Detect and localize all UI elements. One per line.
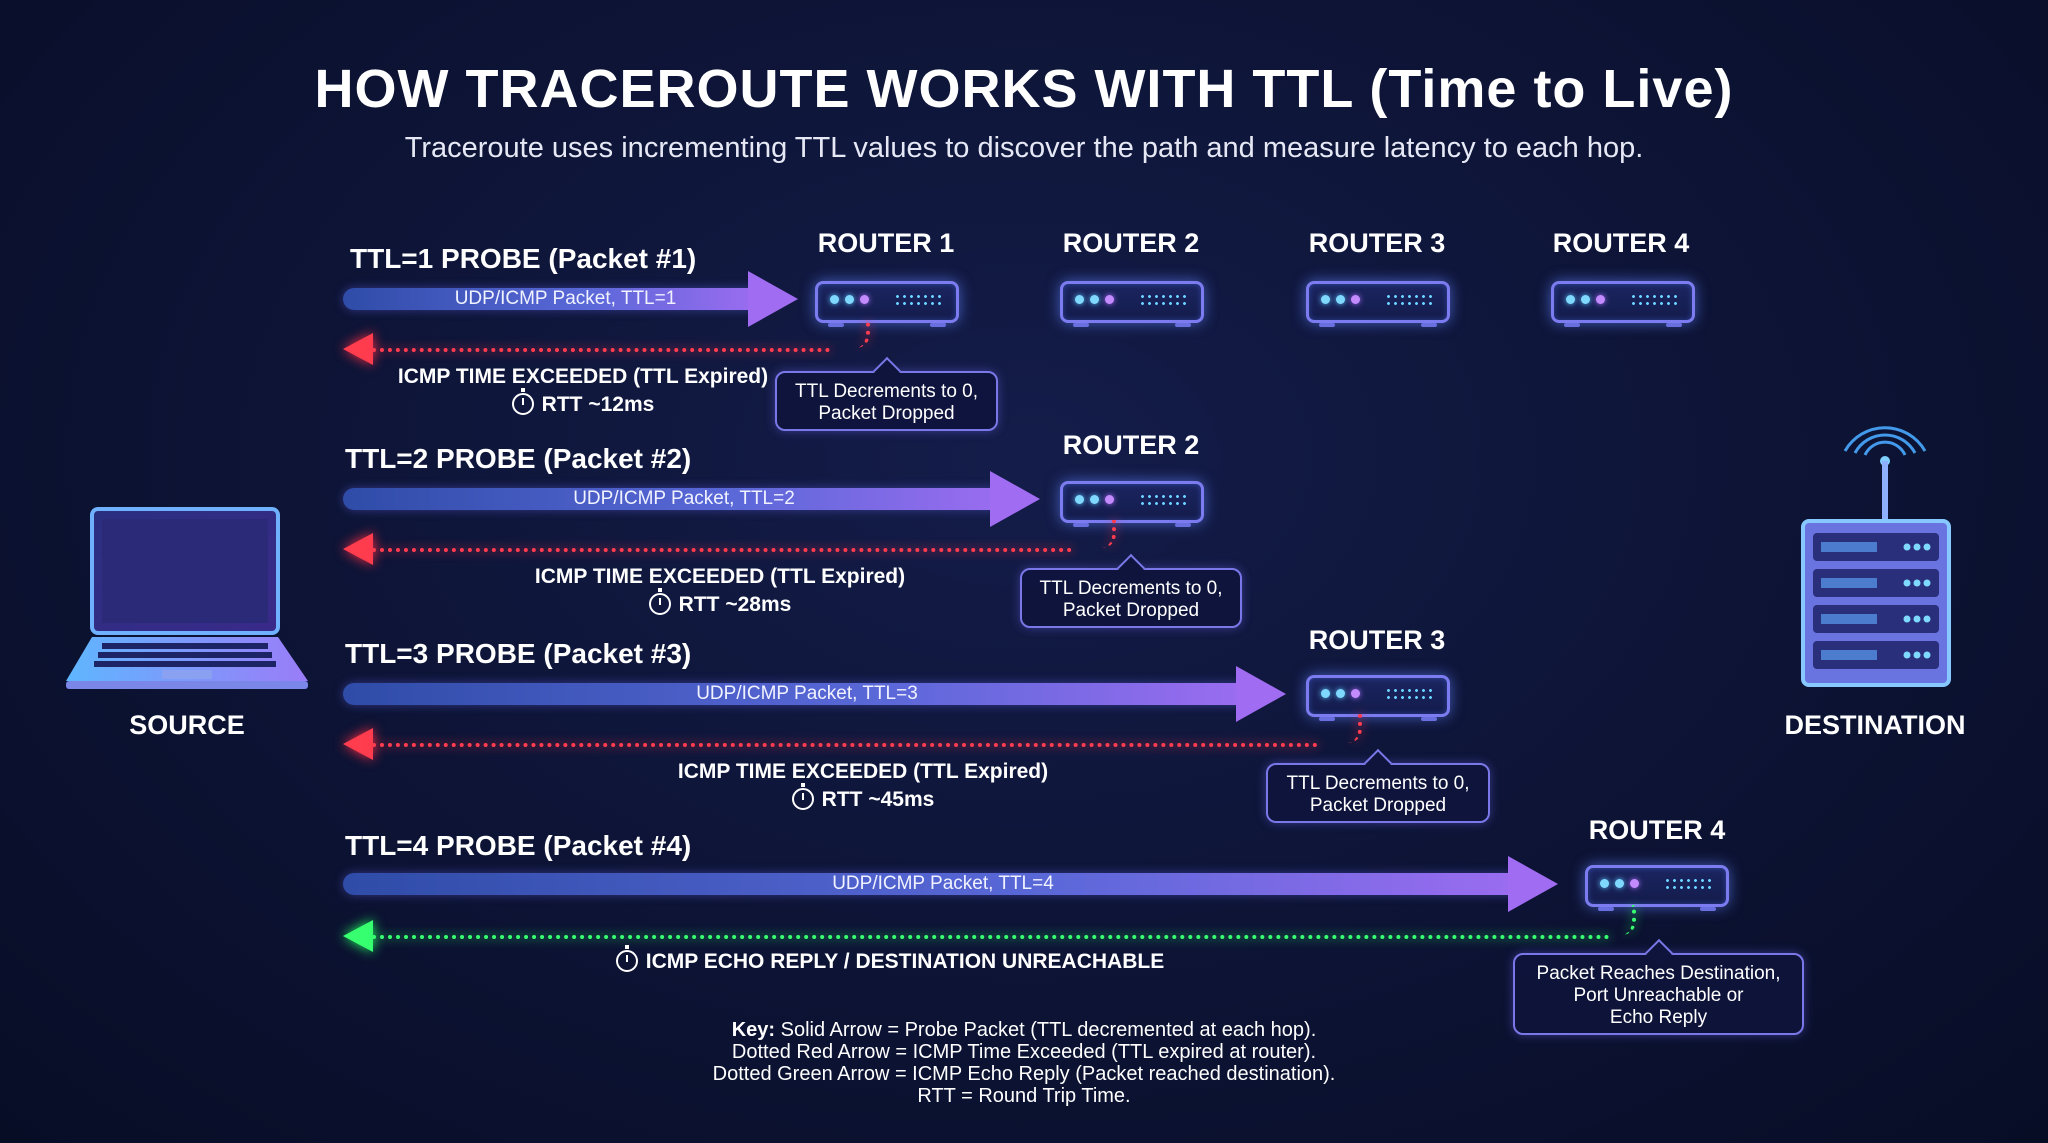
key-label: Key: bbox=[731, 1019, 776, 1041]
probe-1-arrow-head bbox=[748, 271, 798, 327]
router-4-icon bbox=[1551, 281, 1695, 327]
probe-4-arrow-head bbox=[1508, 856, 1558, 912]
source-node bbox=[62, 505, 312, 695]
timer-icon bbox=[511, 388, 534, 415]
callout-line-2: Packet Dropped bbox=[1062, 600, 1200, 621]
router-2-icon bbox=[1060, 281, 1204, 327]
probe-1-reply-arrow-head bbox=[343, 333, 373, 365]
key-line-3: Dotted Green Arrow = ICMP Echo Reply (Pa… bbox=[712, 1063, 1336, 1085]
probe-2-arrow bbox=[343, 488, 995, 510]
probe-2-callout: TTL Decrements to 0, Packet Dropped bbox=[1020, 553, 1242, 628]
router-3-icon bbox=[1306, 281, 1450, 327]
router-4-label: ROUTER 4 bbox=[1552, 228, 1690, 258]
probe-2-arrow-head bbox=[990, 471, 1040, 527]
probe-4-callout: Packet Reaches Destination, Port Unreach… bbox=[1513, 938, 1804, 1035]
probe-3-reply-connector bbox=[1306, 714, 1362, 743]
probe-1-arrow bbox=[343, 288, 753, 310]
probe-4-reply-label: ICMP ECHO REPLY / DESTINATION UNREACHABL… bbox=[540, 945, 1240, 974]
probe-3-reply-label: ICMP TIME EXCEEDED (TTL Expired) bbox=[677, 760, 1049, 783]
probe-1-rtt-value: RTT ~12ms bbox=[541, 393, 655, 416]
key-line-1: Key: Solid Arrow = Probe Packet (TTL dec… bbox=[0, 1019, 2048, 1041]
probe-1-title: TTL=1 PROBE (Packet #1) bbox=[350, 243, 697, 274]
probe-3-arrow bbox=[343, 683, 1241, 705]
key-line-4: RTT = Round Trip Time. bbox=[917, 1085, 1131, 1107]
callout-line-1: TTL Decrements to 0, bbox=[1286, 773, 1470, 794]
probe-1-reply-connector bbox=[816, 320, 870, 348]
probe-1-rtt: RTT ~12ms bbox=[383, 388, 783, 417]
probe-3-rtt-value: RTT ~45ms bbox=[821, 788, 935, 811]
probe-4-router-icon bbox=[1585, 865, 1729, 911]
probe-4-title: TTL=4 PROBE (Packet #4) bbox=[345, 830, 692, 861]
probe-3-rtt: RTT ~45ms bbox=[663, 783, 1063, 812]
router-1-icon bbox=[815, 281, 959, 327]
probe-4-arrow bbox=[343, 873, 1513, 895]
laptop-icon bbox=[66, 507, 308, 689]
router-2-label: ROUTER 2 bbox=[1062, 228, 1200, 258]
router-3-label: ROUTER 3 bbox=[1308, 228, 1446, 258]
probe-4-router-label: ROUTER 4 bbox=[1588, 815, 1726, 845]
probe-3-reply-arrow-head bbox=[343, 728, 373, 760]
key-line-2: Dotted Red Arrow = ICMP Time Exceeded (T… bbox=[731, 1041, 1317, 1063]
callout-line-2: Packet Dropped bbox=[818, 403, 955, 424]
legend-key: Key: Solid Arrow = Probe Packet (TTL dec… bbox=[0, 1019, 2048, 1107]
probe-2-reply-arrow bbox=[372, 548, 1072, 552]
diagram-subtitle: Traceroute uses incrementing TTL values … bbox=[404, 132, 1644, 164]
probe-3-router-label: ROUTER 3 bbox=[1308, 625, 1446, 655]
probe-3-arrow-head bbox=[1236, 666, 1286, 722]
probe-2-rtt-value: RTT ~28ms bbox=[678, 593, 792, 616]
probe-2-title: TTL=2 PROBE (Packet #2) bbox=[345, 443, 692, 474]
probe-4-reply-connector bbox=[1600, 905, 1636, 935]
destination-label: DESTINATION bbox=[1784, 710, 1966, 740]
router-1-label: ROUTER 1 bbox=[817, 228, 955, 258]
probe-4-reply-text: ICMP ECHO REPLY / DESTINATION UNREACHABL… bbox=[645, 950, 1165, 973]
source-label: SOURCE bbox=[129, 710, 245, 740]
probe-2-router-icon bbox=[1060, 481, 1204, 527]
probe-2-packet-label: UDP/ICMP Packet, TTL=2 bbox=[573, 488, 795, 509]
probe-2-router-label: ROUTER 2 bbox=[1062, 430, 1200, 460]
probe-2-reply-arrow-head bbox=[343, 533, 373, 565]
probe-3-callout: TTL Decrements to 0, Packet Dropped bbox=[1266, 748, 1490, 823]
callout-line-3: Echo Reply bbox=[1609, 1007, 1708, 1028]
probe-3-title: TTL=3 PROBE (Packet #3) bbox=[345, 638, 692, 669]
callout-line-2: Packet Dropped bbox=[1309, 795, 1447, 816]
callout-line-1: Packet Reaches Destination, bbox=[1536, 963, 1781, 984]
callout-line-1: TTL Decrements to 0, bbox=[1039, 578, 1223, 599]
probe-4-packet-label: UDP/ICMP Packet, TTL=4 bbox=[832, 873, 1054, 894]
probe-3-packet-label: UDP/ICMP Packet, TTL=3 bbox=[696, 683, 918, 704]
callout-line-1: TTL Decrements to 0, bbox=[794, 381, 979, 402]
diagram-title: HOW TRACEROUTE WORKS WITH TTL (Time to L… bbox=[314, 59, 1734, 119]
probe-2-reply-connector bbox=[1060, 520, 1116, 548]
timer-icon bbox=[648, 588, 671, 615]
probe-1-reply-arrow bbox=[372, 348, 830, 352]
key-solid-arrow: Solid Arrow = Probe Packet (TTL decremen… bbox=[780, 1019, 1317, 1041]
callout-line-2: Port Unreachable or bbox=[1573, 985, 1744, 1006]
probe-4-reply-arrow bbox=[372, 935, 1610, 939]
probe-2-reply-label: ICMP TIME EXCEEDED (TTL Expired) bbox=[534, 565, 906, 588]
probe-2-rtt: RTT ~28ms bbox=[520, 588, 920, 617]
destination-node bbox=[1795, 415, 1965, 690]
probe-4-reply-arrow-head bbox=[343, 920, 373, 952]
probe-1-callout: TTL Decrements to 0, Packet Dropped bbox=[775, 356, 998, 431]
timer-icon bbox=[791, 783, 814, 810]
probe-3-reply-arrow bbox=[372, 743, 1318, 747]
probe-3-router-icon bbox=[1306, 675, 1450, 721]
probe-1-packet-label: UDP/ICMP Packet, TTL=1 bbox=[454, 288, 677, 309]
timer-icon bbox=[615, 945, 638, 972]
server-tower-icon bbox=[1801, 426, 1951, 687]
probe-1-reply-label: ICMP TIME EXCEEDED (TTL Expired) bbox=[397, 365, 769, 388]
